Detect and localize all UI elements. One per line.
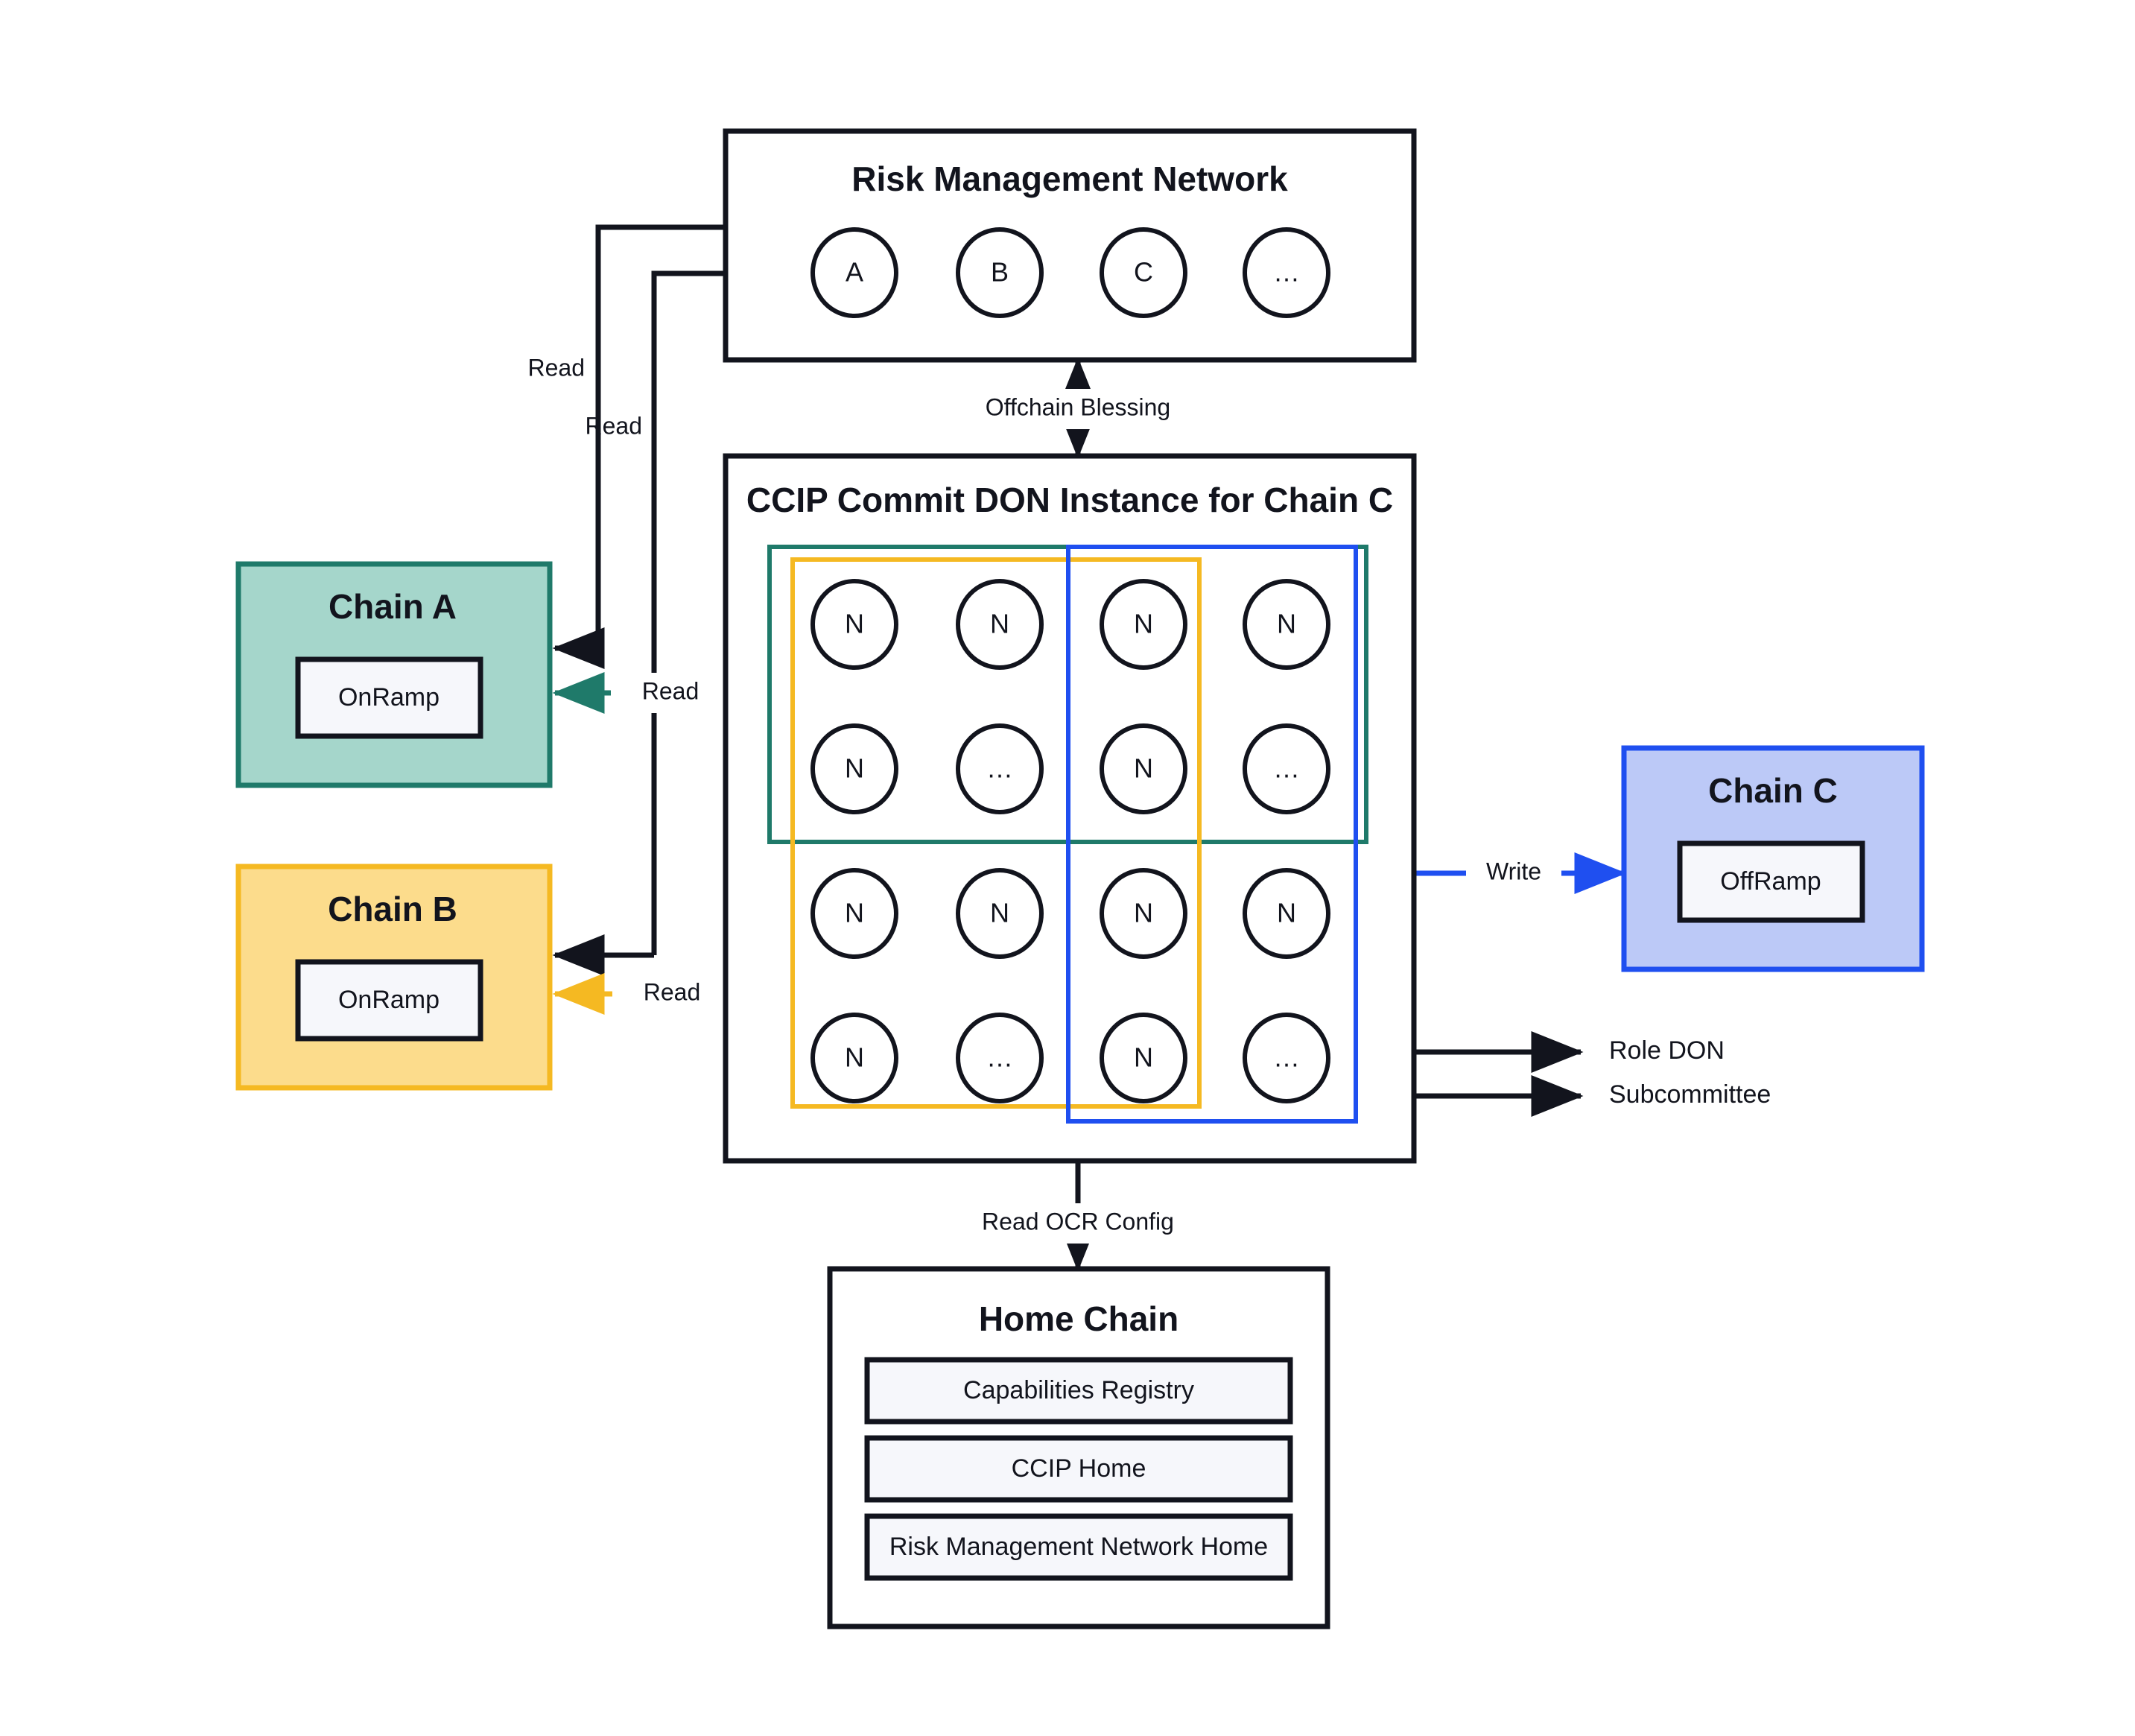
chain-c-offramp[interactable]: OffRamp	[1677, 840, 1865, 923]
don-node: N	[810, 868, 898, 959]
don-node: N	[1243, 868, 1330, 959]
rmn-node-c: C	[1100, 227, 1187, 318]
chain-a-box[interactable]: Chain A OnRamp	[235, 561, 553, 788]
home-chain-item-ccip-home[interactable]: CCIP Home	[864, 1435, 1293, 1503]
home-chain-item-label: Capabilities Registry	[963, 1376, 1194, 1404]
edge-label-offchain-blessing: Offchain Blessing	[986, 393, 1170, 420]
edge-label-read-ocr-config: Read OCR Config	[982, 1208, 1174, 1235]
chain-a-onramp[interactable]: OnRamp	[295, 656, 483, 739]
don-node-label: N	[1134, 609, 1153, 639]
group-rect-blue	[1066, 545, 1358, 1124]
edge-read-don-to-chain-b: Read	[552, 973, 793, 1015]
group-rect-yellow	[790, 557, 1202, 1109]
edge-read-rmn-to-chain-b: Read	[552, 270, 726, 976]
don-node-label: N	[990, 898, 1009, 928]
rmn-node-a-label: A	[846, 257, 863, 288]
rmn-node-c-label: C	[1134, 257, 1153, 288]
don-node: N	[1100, 723, 1187, 814]
home-chain-title: Home Chain	[979, 1299, 1178, 1338]
home-chain-item-capabilities-registry[interactable]: Capabilities Registry	[864, 1357, 1293, 1425]
chain-b-onramp-label: OnRamp	[338, 986, 440, 1014]
edge-read-rmn-to-chain-a: Read	[528, 224, 726, 669]
chain-c-offramp-label: OffRamp	[1720, 867, 1821, 896]
home-chain-item-rmn-home[interactable]: Risk Management Network Home	[864, 1513, 1293, 1581]
legend-label-subcommittee: Subcommittee	[1609, 1080, 1771, 1109]
don-node-label: …	[986, 1042, 1013, 1073]
don-node-label: N	[990, 609, 1009, 639]
chain-b-box[interactable]: Chain B OnRamp	[235, 864, 553, 1091]
edge-label-write-don-chain-c: Write	[1486, 858, 1541, 884]
don-node: N	[956, 868, 1044, 959]
don-node-label: N	[1134, 1042, 1153, 1073]
don-node: …	[1243, 723, 1330, 814]
edge-label-read-rmn-chain-a: Read	[528, 354, 586, 381]
edge-offchain-blessing: Offchain Blessing	[968, 357, 1296, 459]
chain-c-title: Chain C	[1708, 771, 1838, 810]
don-node-label: N	[1134, 898, 1153, 928]
don-node: N	[1100, 868, 1187, 959]
don-node-label: N	[845, 609, 864, 639]
commit-don-title: CCIP Commit DON Instance for Chain C	[746, 481, 1393, 519]
edge-label-read-don-chain-b: Read	[644, 978, 701, 1005]
home-chain-box[interactable]: Home Chain Capabilities Registry CCIP Ho…	[827, 1266, 1330, 1629]
chain-b-title: Chain B	[328, 890, 457, 928]
risk-management-network-box[interactable]: Risk Management Network A B C …	[723, 128, 1417, 363]
don-node: …	[1243, 1013, 1330, 1103]
don-node: …	[956, 723, 1044, 814]
risk-management-network-title: Risk Management Network	[851, 159, 1288, 198]
don-node-label: …	[1273, 1042, 1300, 1073]
don-node-label: …	[1273, 753, 1300, 784]
rmn-node-more: …	[1243, 227, 1330, 318]
rmn-node-b: B	[956, 227, 1044, 318]
legend-label-role-don: Role DON	[1609, 1036, 1725, 1065]
edge-label-read-don-chain-a: Read	[642, 677, 699, 704]
don-node-label: N	[1277, 898, 1296, 928]
commit-don-box[interactable]: CCIP Commit DON Instance for Chain C N N…	[723, 453, 1417, 1164]
rmn-node-b-label: B	[991, 257, 1009, 288]
rmn-node-more-label: …	[1273, 257, 1300, 288]
don-node: N	[1100, 579, 1187, 670]
don-node-label: N	[845, 1042, 864, 1073]
chain-c-box[interactable]: Chain C OffRamp	[1621, 745, 1925, 972]
don-node: N	[810, 723, 898, 814]
don-node: N	[1100, 1013, 1187, 1103]
don-node: N	[1243, 579, 1330, 670]
don-node-label: N	[845, 898, 864, 928]
edge-read-ocr-config: Read OCR Config	[954, 1161, 1266, 1272]
don-node-label: N	[1277, 609, 1296, 639]
home-chain-item-label: Risk Management Network Home	[889, 1533, 1268, 1561]
don-node-label: N	[1134, 753, 1153, 784]
edge-label-read-rmn-chain-b: Read	[586, 412, 643, 439]
chain-a-onramp-label: OnRamp	[338, 683, 440, 712]
don-node-label: N	[845, 753, 864, 784]
don-node-label: …	[986, 753, 1013, 784]
don-node: N	[810, 579, 898, 670]
home-chain-item-label: CCIP Home	[1012, 1454, 1146, 1483]
chain-b-onramp[interactable]: OnRamp	[295, 959, 483, 1042]
don-node: …	[956, 1013, 1044, 1103]
rmn-node-a: A	[810, 227, 898, 318]
don-node-grid: N N N N N … N	[810, 579, 1330, 1103]
don-node: N	[956, 579, 1044, 670]
don-node: N	[810, 1013, 898, 1103]
chain-a-title: Chain A	[329, 587, 457, 626]
